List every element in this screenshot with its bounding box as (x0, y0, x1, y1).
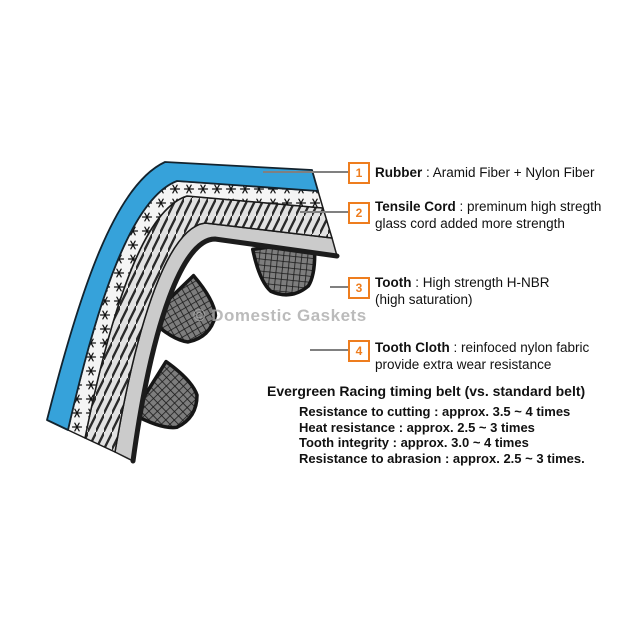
belt-rubber-backing (46, 161, 319, 431)
belt-teeth (131, 238, 317, 430)
callout-number-2: 2 (348, 202, 370, 224)
label-rubber-name: Rubber (375, 165, 423, 180)
leader-line-1 (263, 171, 348, 173)
comparison-item-integrity: Tooth integrity : approx. 3.0 ~ 4 times (299, 435, 529, 450)
belt-tooth (131, 359, 199, 430)
callout-number-1-text: 1 (355, 166, 363, 180)
callout-number-3-text: 3 (355, 281, 363, 295)
label-tensile-cord: Tensile Cord : preminum high stregth gla… (375, 198, 613, 232)
comparison-item-heat: Heat resistance : approx. 2.5 ~ 3 times (299, 419, 535, 435)
leader-line-4 (310, 349, 348, 351)
comparison-item-cutting: Resistance to cutting : approx. 3.5 ~ 4 … (299, 404, 571, 419)
comparison-list: Resistance to cutting : approx. 3.5 ~ 4 … (299, 404, 585, 466)
label-tooth-name: Tooth (375, 275, 412, 290)
label-rubber-desc: : Aramid Fiber + Nylon Fiber (422, 165, 595, 180)
callout-number-4: 4 (348, 340, 370, 362)
belt-tooth-cloth-line (130, 236, 340, 464)
callout-number-1: 1 (348, 162, 370, 184)
belt-tooth (250, 238, 317, 297)
comparison-title: Evergreen Racing timing belt (vs. standa… (267, 383, 586, 399)
label-tooth: Tooth : High strength H-NBR (high satura… (375, 274, 575, 308)
label-tensile-cord-desc: : preminum high stregth glass cord added… (375, 199, 602, 231)
callout-number-2-text: 2 (355, 206, 363, 220)
label-rubber: Rubber : Aramid Fiber + Nylon Fiber (375, 164, 630, 181)
label-tooth-cloth-name: Tooth Cloth (375, 340, 450, 355)
belt-tooth (147, 273, 218, 344)
watermark: © Domestic Gaskets (193, 306, 367, 325)
callout-number-4-text: 4 (355, 344, 363, 358)
comparison-item-abrasion: Resistance to abrasion : approx. 2.5 ~ 3… (299, 450, 585, 466)
label-tooth-cloth-desc: : reinfoced nylon fabric provide extra w… (375, 340, 590, 372)
leader-line-2 (300, 211, 348, 213)
label-tooth-desc: : High strength H-NBR (high saturation) (375, 275, 550, 307)
callout-number-3: 3 (348, 277, 370, 299)
label-tensile-cord-name: Tensile Cord (375, 199, 456, 214)
leader-line-3 (330, 286, 348, 288)
label-tooth-cloth: Tooth Cloth : reinfoced nylon fabric pro… (375, 339, 613, 373)
